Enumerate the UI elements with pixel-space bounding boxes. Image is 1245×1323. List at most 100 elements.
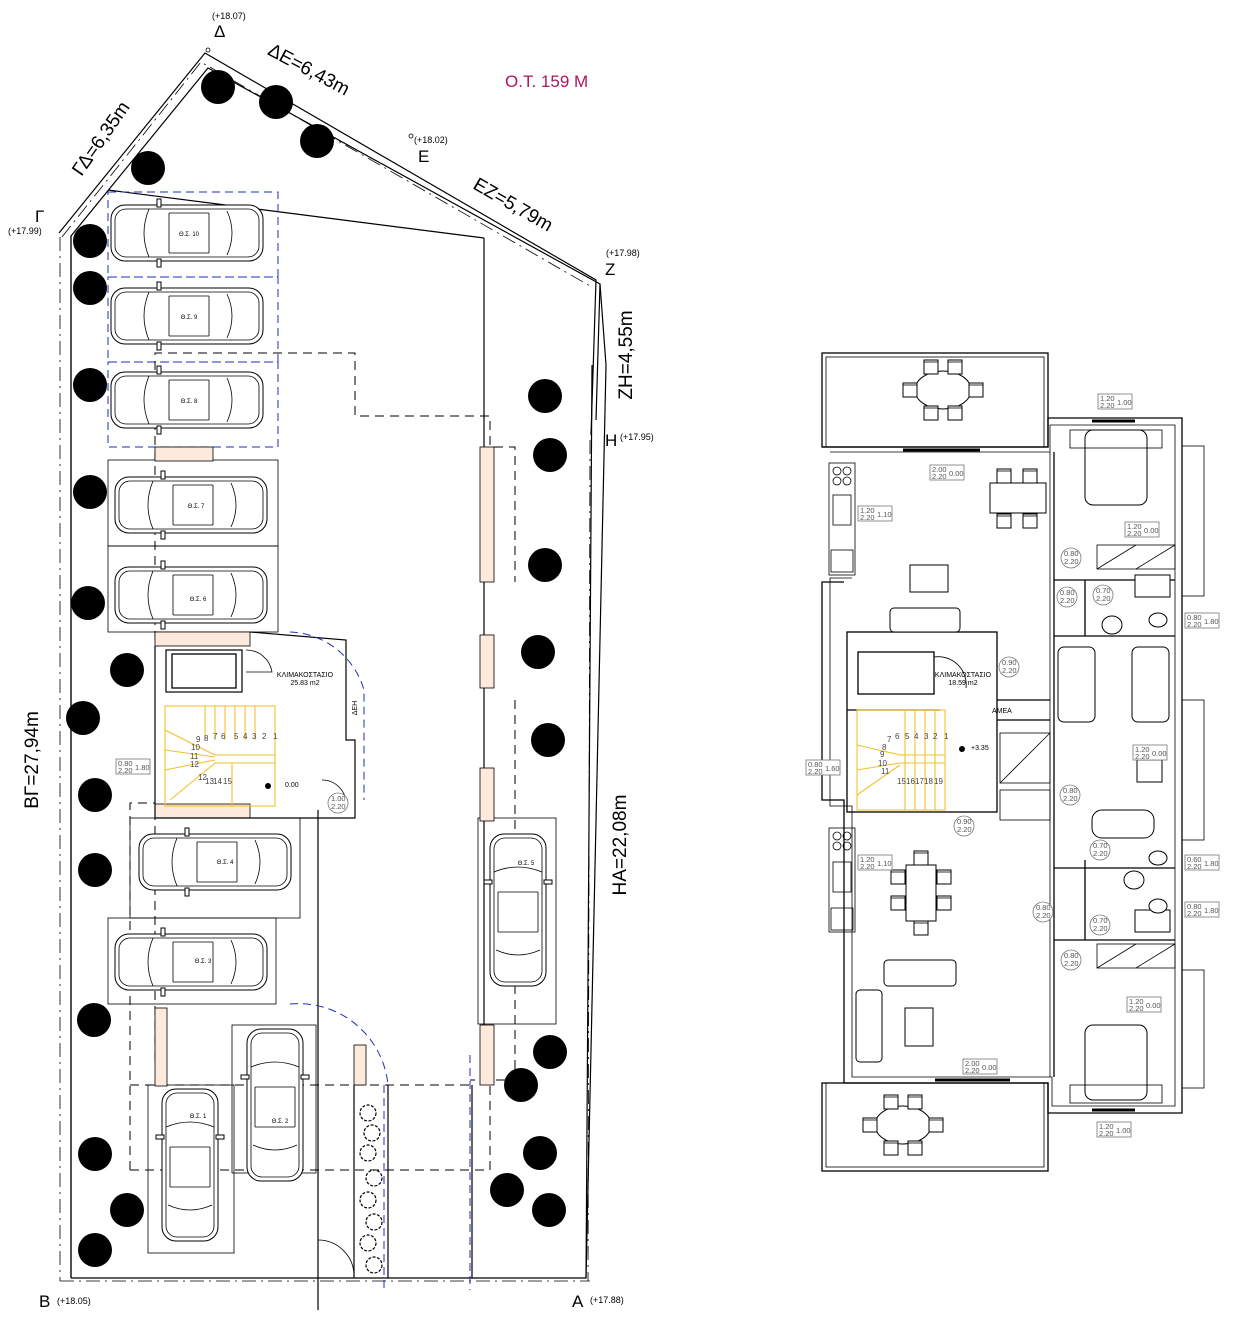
stair-number: 16 [906, 777, 915, 786]
floor-plan [821, 352, 1205, 1172]
point-e: Ε [418, 147, 429, 166]
tree-icon [521, 635, 555, 669]
car-icon [114, 927, 268, 997]
tree-icon [532, 1193, 566, 1227]
window-height: 2.20 [1100, 401, 1115, 410]
window-height: 2.20 [860, 862, 875, 871]
stair-number: 2 [933, 732, 938, 741]
tree-icon [490, 1173, 524, 1207]
window-width: 0.60 [1187, 855, 1202, 864]
tree-icon [528, 548, 562, 582]
stair-number: 10 [191, 743, 200, 752]
window-sill: 1.10 [877, 859, 892, 868]
stair-number: 8 [204, 734, 209, 743]
stair-number: 12 [190, 760, 199, 769]
window-height: 2.20 [965, 1066, 980, 1075]
door-height: 2.20 [1036, 911, 1051, 920]
point-h-elevation: (+17.95) [620, 432, 654, 442]
stair-number: 4 [243, 732, 248, 741]
stair-number: 5 [905, 732, 910, 741]
tree-icon [77, 1003, 111, 1037]
level-marker-icon [265, 783, 271, 789]
tree-icon [110, 1193, 144, 1227]
window-width: 2.00 [932, 465, 947, 474]
door-width: 0.80 [1064, 549, 1079, 558]
site-plan [58, 52, 607, 1310]
door-height: 2.20 [1064, 557, 1079, 566]
level-marker: 0.00 [285, 782, 299, 789]
window-sill: 0.00 [1144, 526, 1159, 535]
stairwell-label: ΚΛΙΜΑΚΟΣΤΑΣΙΟ [277, 672, 334, 679]
stair-number: 15 [223, 777, 232, 786]
stair-number: 14 [213, 777, 222, 786]
window-height: 2.20 [860, 513, 875, 522]
tree-icon [73, 475, 107, 509]
parking-label-8: Θ.Σ. 8 [181, 399, 198, 405]
car-icon [483, 833, 553, 987]
window-height: 2.20 [1187, 909, 1202, 918]
point-delta: Δ [214, 22, 225, 41]
window-height: 2.20 [1099, 1129, 1114, 1138]
door-tags: 0.802.200.802.200.702.200.902.200.802.20… [953, 547, 1114, 971]
stair-number: 10 [878, 759, 887, 768]
stair-number: 5 [234, 732, 239, 741]
door-height: 2.20 [1063, 794, 1078, 803]
stair-number: 15 [897, 777, 906, 786]
door-height: 2.20 [331, 802, 346, 811]
point-z-elevation: (+17.98) [606, 248, 640, 258]
window-sill: 0.00 [982, 1063, 997, 1072]
door-height: 2.20 [1093, 849, 1108, 858]
parking-label-9: Θ.Σ. 9 [181, 315, 198, 321]
point-a-elevation: (+17.88) [590, 1295, 624, 1305]
stair-number: 9 [196, 735, 201, 744]
window-sill: 1.80 [135, 763, 150, 772]
stair-number: 2 [262, 732, 267, 741]
stair-number: 6 [895, 732, 900, 741]
dei-label: ΔΕΗ [352, 701, 359, 715]
window-sill: 1.80 [1204, 906, 1219, 915]
tree-icon [78, 778, 112, 812]
door-height: 2.20 [1002, 666, 1017, 675]
side-ez: ΕΖ=5,79m [469, 174, 556, 236]
stair-numbers-floor: 1 2 3 4 5 6 7 8 9 10 11 15 16 17 18 19 [878, 732, 949, 786]
tree-icon [201, 70, 235, 104]
building-line [58, 52, 597, 436]
door-tag: 0.902.20 [953, 815, 975, 837]
point-delta-elevation: (+18.07) [212, 11, 246, 21]
stairwell-area: 25.83 m2 [290, 680, 319, 687]
window-sill: 1.00 [1116, 1126, 1131, 1135]
window-height: 2.20 [1129, 1004, 1144, 1013]
parking-label-6: Θ.Σ. 6 [190, 597, 207, 603]
side-bg: ΒΓ=27,94m [22, 711, 43, 809]
window-sill: 1.80 [1204, 617, 1219, 626]
door-tag: 0.802.20 [1059, 784, 1081, 806]
stair-number: 11 [881, 767, 890, 776]
stair-numbers-ground: 1 2 3 4 5 6 7 8 9 10 11 12 12 13 14 15 [190, 732, 278, 786]
floor-stairwell-label: ΚΛΙΜΑΚΟΣΤΑΣΙΟ [935, 672, 992, 679]
car-icon [240, 1028, 310, 1182]
door-height: 2.20 [1093, 924, 1108, 933]
window-height: 2.20 [118, 766, 133, 775]
tree-icon [73, 271, 107, 305]
window-sill: 1.00 [1117, 398, 1132, 407]
stair-number: 3 [252, 732, 257, 741]
parking-label-10: Θ.Σ. 10 [179, 232, 200, 238]
car-icon [155, 1088, 225, 1242]
door-width: 0.90 [1002, 658, 1017, 667]
stairs-ground [164, 705, 276, 807]
stair-number: 13 [205, 777, 214, 786]
tree-icon [73, 224, 107, 258]
window-width: 1.20 [860, 506, 875, 515]
tree-icon [533, 438, 567, 472]
car-icon [114, 560, 268, 630]
tree-icon [531, 723, 565, 757]
